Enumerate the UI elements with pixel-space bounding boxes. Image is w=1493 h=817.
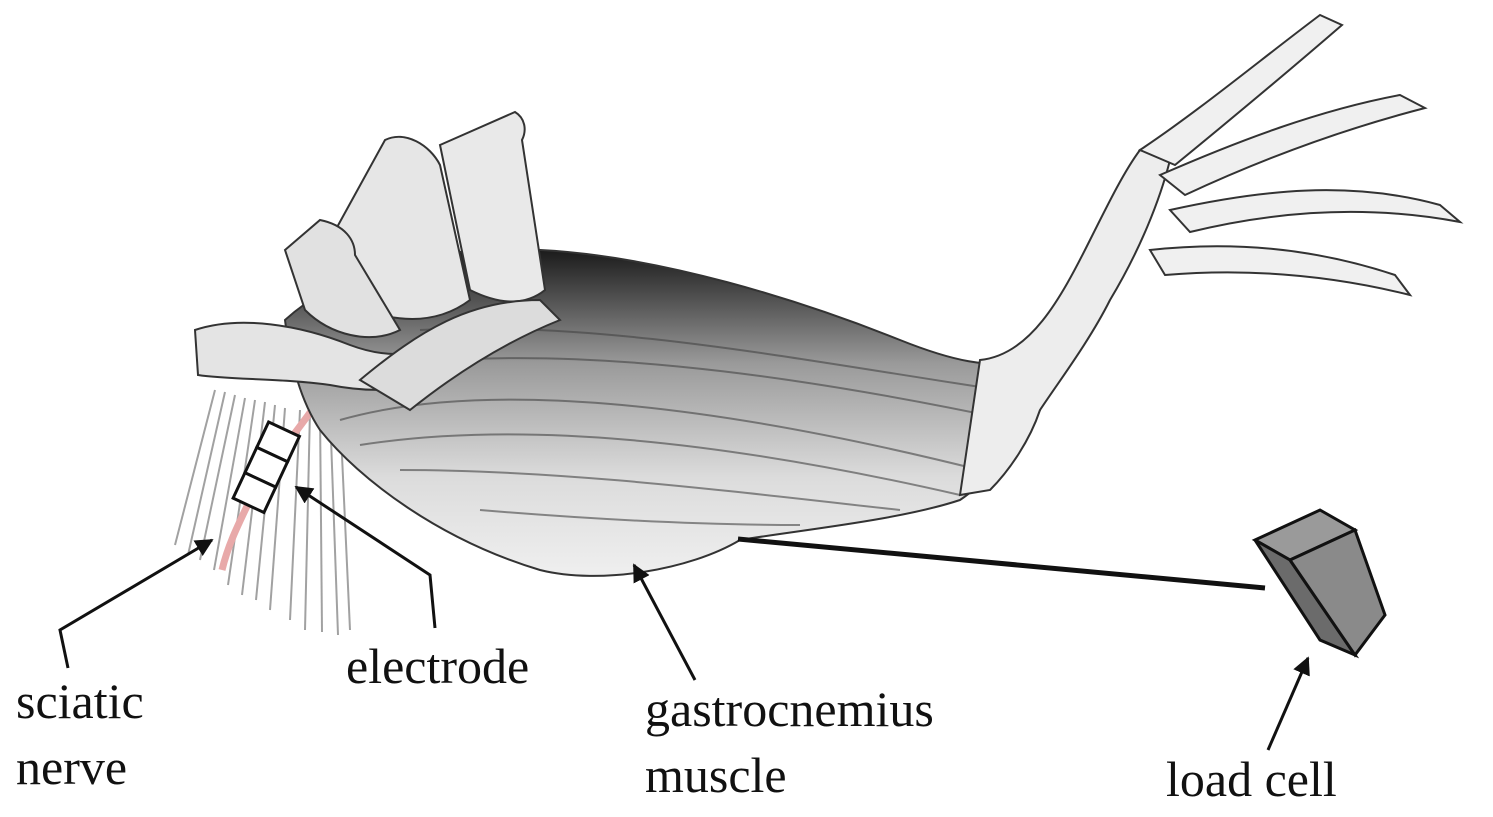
load-cell-shape [1255,510,1385,655]
gastrocnemius-label-line-1: gastrocnemius [645,676,934,742]
toes [1140,15,1460,295]
lower-leg [960,150,1170,495]
arrow-sciatic-nerve [60,540,212,668]
gastrocnemius-label-line-2: muscle [645,742,934,808]
gastrocnemius-muscle-label: gastrocnemius muscle [645,676,934,808]
electrode-shape [233,422,299,512]
sciatic-nerve-label: sciatic nerve [16,668,144,800]
sciatic-nerve-label-line-2: nerve [16,734,144,800]
load-cell-label: load cell [1166,746,1337,812]
electrode-label: electrode [346,633,529,699]
sciatic-nerve-label-line-1: sciatic [16,668,144,734]
arrow-load-cell [1268,658,1308,750]
arrow-gastrocnemius [634,565,695,680]
tendon-connection [738,539,1265,588]
